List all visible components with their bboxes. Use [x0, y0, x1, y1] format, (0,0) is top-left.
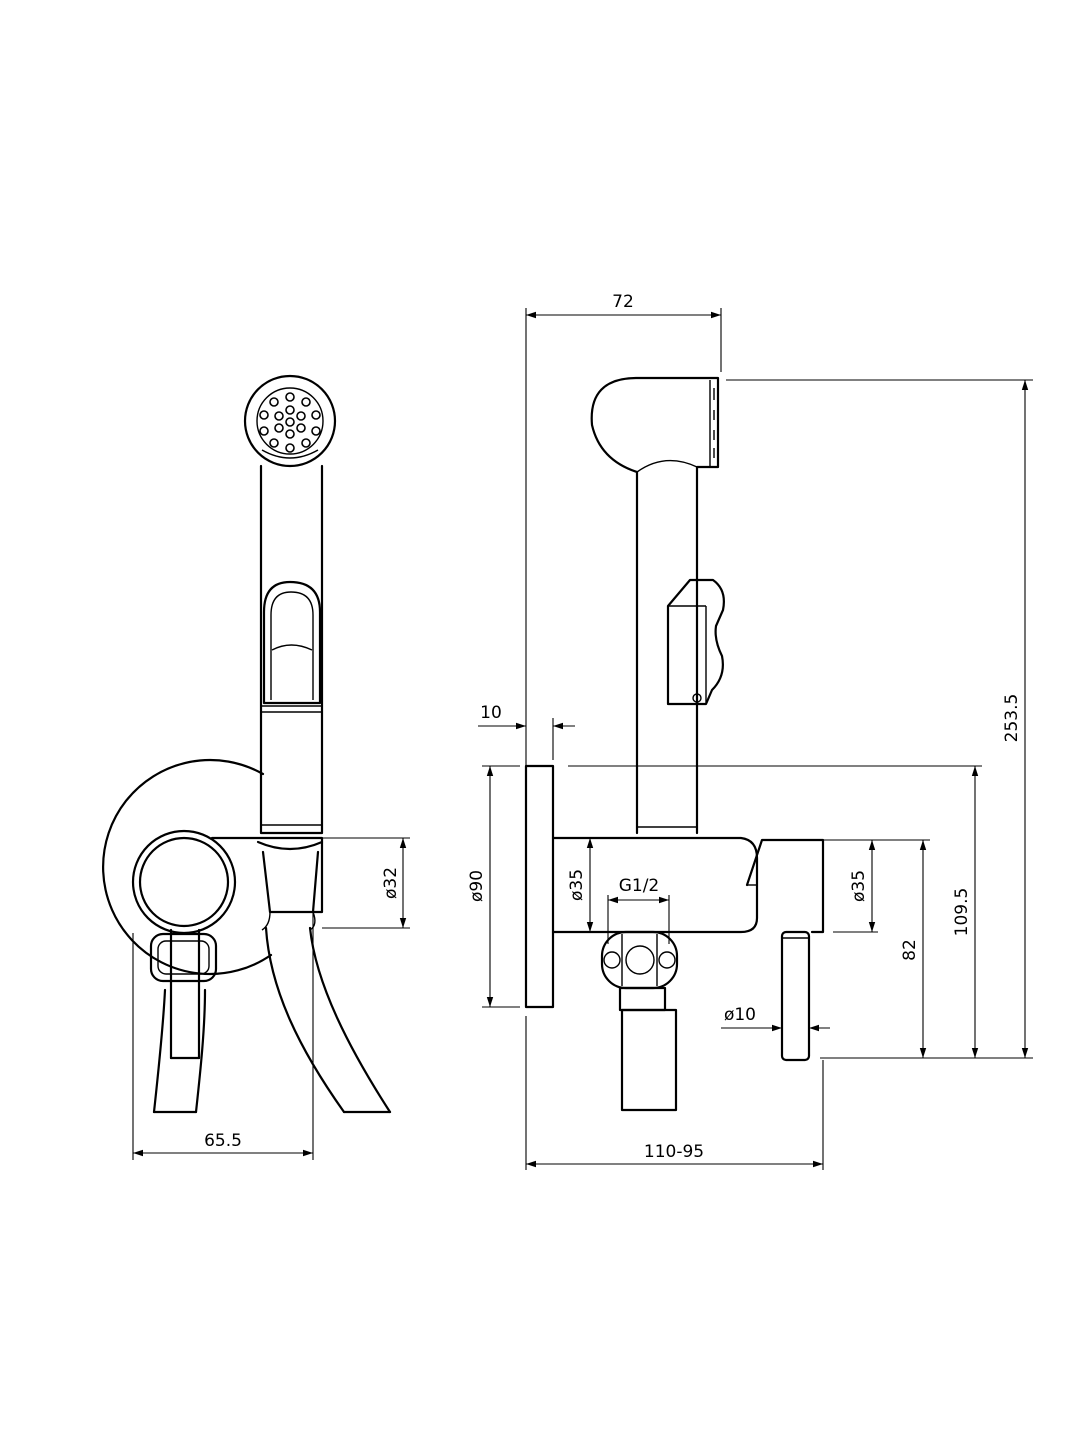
spray-gun-side — [590, 376, 725, 835]
dimension-phi35-valve: ø35 — [833, 839, 878, 933]
dimension-72: 72 — [525, 292, 722, 766]
dim-label-phi32: ø32 — [381, 867, 401, 899]
dimension-82: 82 — [820, 839, 1033, 1059]
dim-label-10: 10 — [480, 703, 502, 723]
dim-label-253-5: 253.5 — [1002, 694, 1022, 743]
dim-label-phi90: ø90 — [467, 870, 487, 902]
dim-label-phi35-valve: ø35 — [849, 870, 869, 902]
spray-nozzle-holes — [259, 392, 321, 453]
spray-gun-front — [243, 374, 337, 835]
valve-body-side — [551, 836, 759, 934]
wall-plate-side — [524, 764, 555, 1009]
front-view: 65.5 ø32 — [102, 374, 410, 1160]
dimension-g1-2: G1/2 — [607, 876, 670, 944]
valve-lever-front — [149, 928, 218, 1060]
dim-label-82: 82 — [900, 939, 920, 961]
hose-lower-front — [152, 988, 207, 1114]
dimension-phi10: ø10 — [721, 1005, 830, 1032]
dim-label-110-95: 110-95 — [644, 1142, 704, 1162]
hose — [264, 926, 392, 1114]
dimension-253-5: 253.5 — [726, 379, 1033, 1058]
dimension-phi90: ø90 — [467, 765, 520, 1008]
dimension-110-95: 110-95 — [525, 1016, 824, 1170]
dim-label-g1-2: G1/2 — [619, 876, 660, 896]
spray-head-face — [709, 380, 715, 466]
wall-plate-circle — [102, 758, 273, 976]
trigger-front — [262, 580, 322, 705]
dimension-phi32: ø32 — [322, 837, 410, 929]
dimension-phi35-body: ø35 — [567, 838, 594, 932]
holder-front — [131, 829, 324, 935]
dimension-109-5: 109.5 — [568, 765, 982, 1058]
dimension-10: 10 — [478, 703, 575, 760]
dimension-65-5: 65.5 — [132, 912, 314, 1160]
side-view: 72 10 ø90 ø35 G1/2 — [467, 292, 1033, 1170]
dim-label-phi35-body: ø35 — [567, 869, 587, 901]
nut-connector-side — [600, 930, 679, 1112]
dim-label-65-5: 65.5 — [204, 1131, 242, 1151]
valve-handle-side — [745, 838, 825, 1062]
dim-label-phi10: ø10 — [724, 1005, 756, 1025]
trigger-side — [666, 578, 725, 706]
dim-label-109-5: 109.5 — [952, 888, 972, 937]
dim-label-72: 72 — [612, 292, 634, 312]
